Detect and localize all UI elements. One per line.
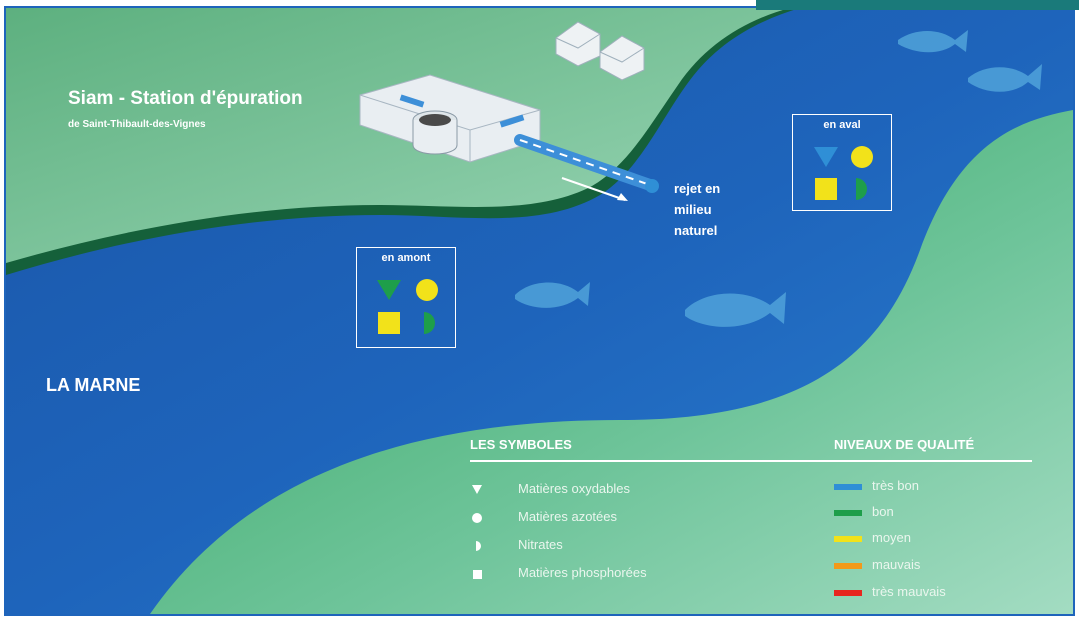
phosphorus-icon — [378, 312, 400, 334]
level-swatch — [834, 590, 862, 596]
river-name: LA MARNE — [46, 375, 141, 395]
nitrates-icon — [424, 312, 435, 334]
level-swatch — [834, 536, 862, 542]
legend-symbol-label: Matières azotées — [518, 509, 617, 524]
phosphorus-icon — [815, 178, 837, 200]
plant-title: Siam - Station d'épuration — [68, 88, 303, 109]
legend-symbol-label: Matières oxydables — [518, 481, 630, 496]
legend-level-label: très mauvais — [872, 584, 946, 599]
station-downstream-symbols — [814, 146, 873, 200]
legend-symbol-nitrogen: Matières azotées — [468, 507, 768, 529]
station-downstream-label: en aval — [823, 119, 861, 131]
legend-level-tres-mauvais: très mauvais — [834, 584, 1034, 604]
oxidizable-icon — [814, 147, 838, 167]
legend-level-bon: bon — [834, 504, 1034, 524]
legend-symbols-heading: LES SYMBOLES — [470, 437, 572, 452]
legend-symbol-phosphorus: Matières phosphorées — [468, 563, 768, 585]
station-upstream-label: en amont — [381, 252, 431, 264]
legend-symbol-oxidizable: Matières oxydables — [468, 479, 768, 501]
level-swatch — [834, 563, 862, 569]
house-icon — [555, 21, 645, 81]
station-upstream: en amont — [356, 247, 456, 348]
nitrogen-icon — [416, 279, 438, 301]
legend-level-label: très bon — [872, 478, 919, 493]
level-swatch — [834, 510, 862, 516]
legend-level-tres-bon: très bon — [834, 478, 1034, 498]
discharge-arrow — [561, 177, 626, 201]
legend-level-moyen: moyen — [834, 530, 1034, 550]
treatment-plant-icon — [359, 74, 541, 163]
oxidizable-icon — [377, 280, 401, 300]
legend-symbol-label: Matières phosphorées — [518, 565, 647, 580]
legend-level-label: mauvais — [872, 557, 921, 572]
legend-divider — [470, 460, 1032, 462]
fish-icon — [515, 30, 1042, 327]
level-swatch — [834, 484, 862, 490]
legend-level-label: moyen — [872, 530, 912, 545]
legend-quality-heading: NIVEAUX DE QUALITÉ — [834, 437, 975, 452]
square-icon — [473, 570, 482, 579]
station-upstream-symbols — [377, 279, 438, 334]
legend-symbol-label: Nitrates — [518, 537, 563, 552]
plant-subtitle: de Saint-Thibault-des-Vignes — [68, 119, 206, 130]
nitrogen-icon — [851, 146, 873, 168]
top-right-strip — [756, 0, 1079, 10]
half-circle-icon — [476, 541, 481, 551]
triangle-down-icon — [472, 485, 482, 494]
discharge-label: rejet en milieu naturel — [674, 181, 721, 238]
station-downstream: en aval — [792, 114, 892, 211]
nitrates-icon — [856, 178, 867, 200]
circle-icon — [472, 513, 482, 523]
legend-level-label: bon — [872, 504, 894, 519]
legend-level-mauvais: mauvais — [834, 557, 1034, 577]
legend-symbol-nitrates: Nitrates — [468, 535, 768, 557]
